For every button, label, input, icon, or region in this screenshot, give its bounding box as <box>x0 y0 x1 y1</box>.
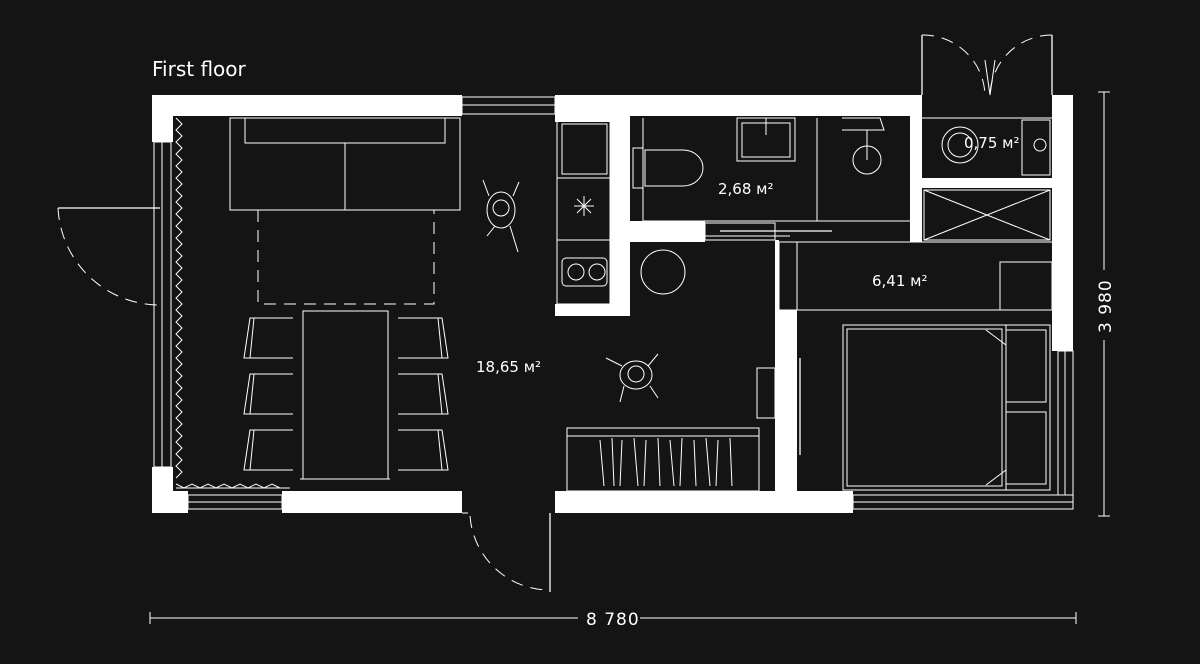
dimension-width: 8 780 <box>586 610 640 630</box>
dimension-height: 3 980 <box>1096 279 1116 333</box>
wc-fixtures <box>922 117 1052 241</box>
living-furniture <box>175 117 760 492</box>
room-area-bathroom: 2,68 м² <box>718 180 774 198</box>
room-area-living: 18,65 м² <box>476 358 541 376</box>
bedroom-furniture <box>797 241 1053 491</box>
dimension-lines <box>149 91 1110 624</box>
room-area-bedroom: 6,41 м² <box>872 272 928 290</box>
floor-title: First floor <box>152 57 247 81</box>
walls <box>152 95 1073 513</box>
room-area-wc: 0,75 м² <box>964 134 1020 152</box>
bathroom-fixtures <box>632 117 910 222</box>
doors <box>57 34 1053 592</box>
